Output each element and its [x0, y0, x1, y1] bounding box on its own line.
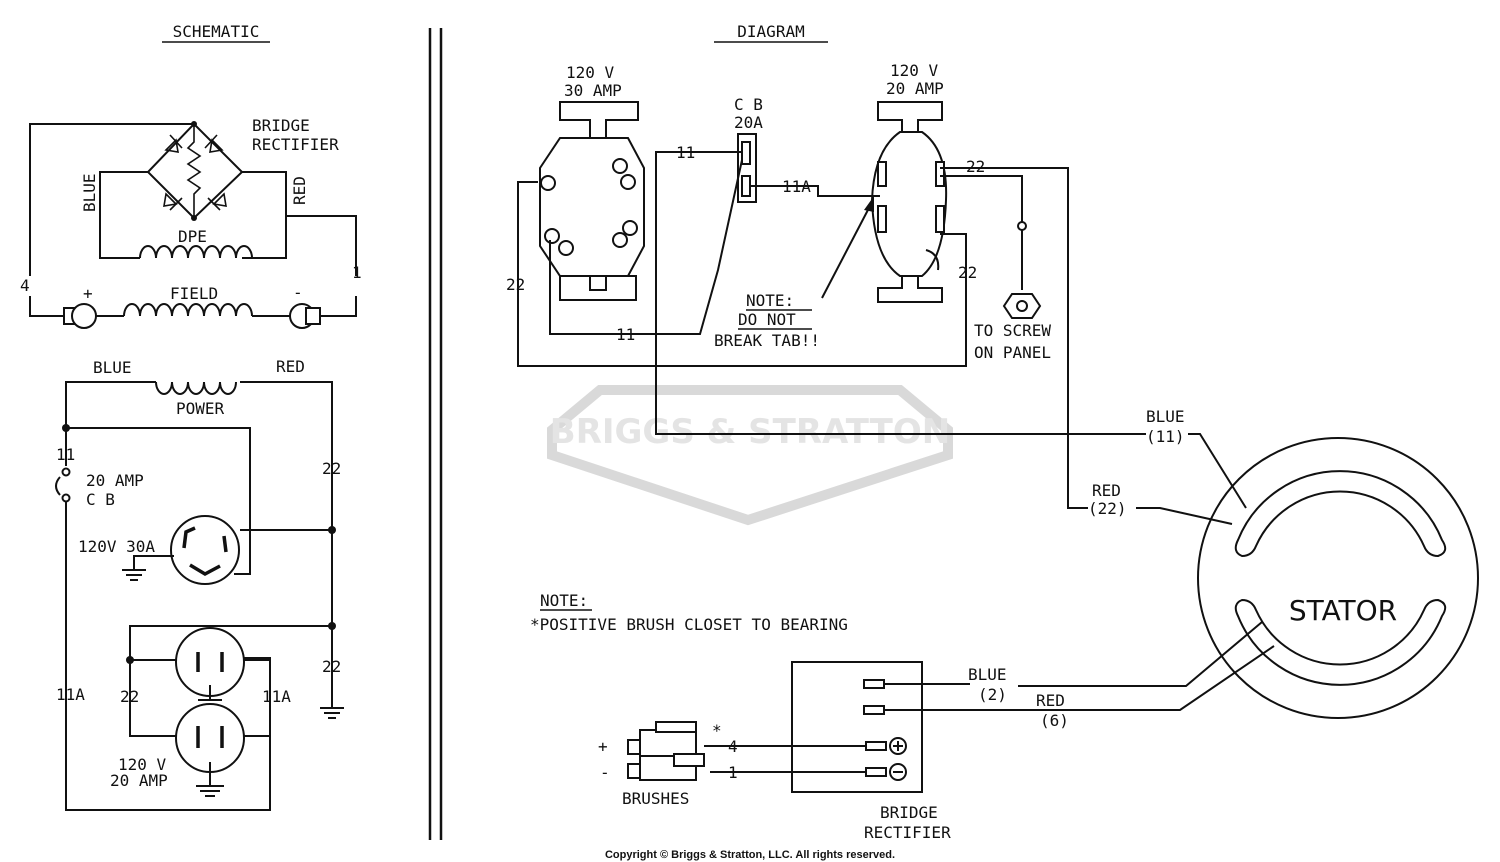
brush-minus-label: -	[600, 763, 610, 782]
cb-label-2: 20A	[734, 113, 763, 132]
rect-red-num: (6)	[1040, 711, 1069, 730]
cb-label: 20 AMP	[86, 471, 144, 490]
wire-22-label-c: 22	[120, 687, 139, 706]
diagram-brush-rectifier: NOTE: *POSITIVE BRUSH CLOSET TO BEARING …	[530, 591, 1069, 842]
ground-lead-terminal	[1017, 221, 1027, 231]
stator-label: STATOR	[1289, 594, 1397, 627]
recept-20a-label-2: 20 AMP	[886, 79, 944, 98]
wire-11-label: 11	[56, 445, 75, 464]
cb-label-2: C B	[86, 490, 115, 509]
receptacle-30a-label: 120V 30A	[78, 537, 155, 556]
cb-label: C B	[734, 95, 763, 114]
red-lead-label: RED	[290, 176, 309, 205]
note-line-2: BREAK TAB!!	[714, 331, 820, 350]
recept-20a-label: 120 V	[890, 61, 939, 80]
power-coil-label: POWER	[176, 399, 225, 418]
briggs-stratton-watermark: BRIGGS & STRATTON	[547, 385, 953, 526]
note-line-1: DO NOT	[738, 310, 796, 329]
power-blue-label: BLUE	[93, 358, 132, 377]
rect-blue-num: (2)	[978, 685, 1007, 704]
diagram-panel-wiring: 120 V 30 AMP C B 20A 120 V 20 AMP 11 11A…	[506, 61, 1146, 509]
recept-30a-label: 120 V	[566, 63, 615, 82]
wire-22-label-b: 22	[322, 657, 341, 676]
wire-22-left-label: 22	[506, 275, 525, 294]
screw-label: TO SCREW	[974, 321, 1051, 340]
recept-30a-label-2: 30 AMP	[564, 81, 622, 100]
receptacle-20a-label-2: 20 AMP	[110, 771, 168, 790]
field-coil	[123, 303, 253, 317]
dpe-coil	[139, 245, 253, 259]
rect-blue-label: BLUE	[968, 665, 1007, 684]
blue-lead-label: BLUE	[80, 173, 99, 212]
field-label: FIELD	[170, 284, 218, 303]
stator-red-label: RED	[1092, 481, 1121, 500]
stator-blue-num: (11)	[1146, 427, 1185, 446]
brushes-drawing	[627, 721, 705, 781]
bridge-rectifier-label-2: RECTIFIER	[252, 135, 339, 154]
stator-blue-label: BLUE	[1146, 407, 1185, 426]
rect-label-2: RECTIFIER	[864, 823, 951, 842]
brushes-label: BRUSHES	[622, 789, 689, 808]
receptacle-20a-lower	[175, 703, 245, 773]
schematic-heading: SCHEMATIC	[173, 22, 260, 41]
stator-red-num: (22)	[1088, 499, 1127, 518]
asterisk-mark: *	[712, 721, 722, 740]
brush-4-label: 4	[728, 737, 738, 756]
brush-1-label: 1	[728, 763, 738, 782]
schematic-excitation-circuit: BRIDGE RECTIFIER BLUE RED DPE FIELD 4 1 …	[20, 116, 362, 329]
wire-22-right-label: 22	[966, 157, 985, 176]
wire-11-top-label: 11	[676, 143, 695, 162]
copyright-text: Copyright © Briggs & Stratton, LLC. All …	[605, 849, 895, 861]
schematic-power-circuit: BLUE RED POWER 11 20 AMP C B 22 120V 30A…	[55, 357, 344, 811]
lead-4-label: 4	[20, 276, 30, 295]
receptacle-30a-drawing	[539, 101, 645, 301]
brush-note-title: NOTE:	[540, 591, 588, 610]
watermark-text: BRIGGS & STRATTON	[550, 412, 950, 452]
lead-1-label: 1	[352, 263, 362, 282]
wire-22-lower-label: 22	[958, 263, 977, 282]
brush-plus-label: +	[598, 737, 608, 756]
diagram-heading: DIAGRAM	[737, 22, 804, 41]
wire-11a-right-label: 11A	[262, 687, 291, 706]
wire-11a-left-label: 11A	[56, 685, 85, 704]
rect-red-label: RED	[1036, 691, 1065, 710]
bridge-rectifier-label: BRIDGE	[252, 116, 310, 135]
rect-label: BRIDGE	[880, 803, 938, 822]
brush-note-text: *POSITIVE BRUSH CLOSET TO BEARING	[530, 615, 848, 634]
wire-22-label-a: 22	[322, 459, 341, 478]
receptacle-20a-label: 120 V	[118, 755, 167, 774]
wire-11a-label: 11A	[782, 177, 811, 196]
dpe-label: DPE	[178, 227, 207, 246]
wire-11-bottom-label: 11	[616, 325, 635, 344]
power-red-label: RED	[276, 357, 305, 376]
power-coil	[155, 381, 237, 395]
screw-label-2: ON PANEL	[974, 343, 1051, 362]
minus-label: -	[293, 283, 303, 302]
stator-drawing: STATOR BLUE (11) RED (22)	[924, 407, 1479, 719]
bridge-rectifier-symbol	[146, 122, 244, 220]
receptacle-20a-drawing	[870, 101, 948, 303]
plus-label: +	[83, 284, 93, 303]
note-title: NOTE:	[746, 291, 794, 310]
